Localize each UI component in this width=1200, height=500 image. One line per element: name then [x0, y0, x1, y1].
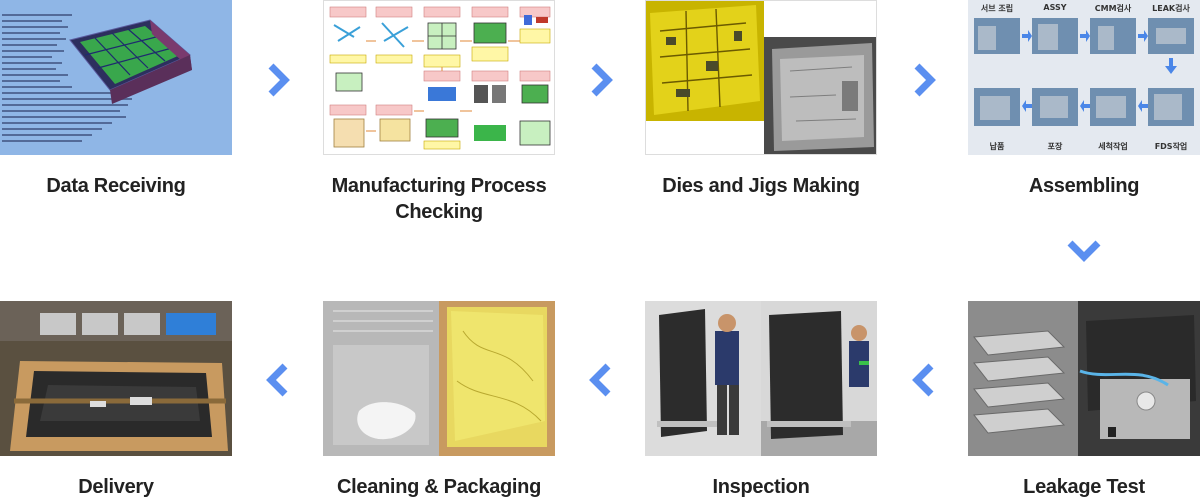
- cleaning-packaging-image: [323, 301, 555, 456]
- step-label: Delivery: [78, 476, 154, 498]
- right-arrow-icon: [581, 60, 621, 100]
- right-arrow-icon: [904, 60, 944, 100]
- leakage-test-image: [968, 301, 1200, 456]
- down-arrow-icon: [1064, 230, 1104, 270]
- assembling-stage-label: 납품: [989, 142, 1005, 151]
- left-arrow-icon: [581, 360, 621, 400]
- left-arrow-icon: [904, 360, 944, 400]
- cad-data-image: [0, 0, 232, 155]
- left-arrow-icon: [258, 360, 298, 400]
- step-label: Leakage Test: [1023, 476, 1145, 498]
- assembling-stage-label: 서브 조립: [980, 4, 1014, 13]
- step-label: Inspection: [712, 476, 810, 498]
- right-arrow-icon: [258, 60, 298, 100]
- assembling-top-labels: 서브 조립 ASSY CMM검사 LEAK검사: [968, 3, 1200, 14]
- step-label: Manufacturing Process Checking: [331, 175, 547, 223]
- assembling-stage-label: FDS작업: [1154, 142, 1188, 151]
- delivery-image: [0, 301, 232, 456]
- process-flowchart-image: [323, 0, 555, 155]
- assembling-process-image: 서브 조립 ASSY CMM검사 LEAK검사 납품 포장 세척작업 FDS작업: [968, 0, 1200, 155]
- assembling-stage-label: ASSY: [1043, 3, 1067, 12]
- inspection-image: [645, 301, 877, 456]
- assembling-stage-label: 세척작업: [1098, 142, 1128, 151]
- step-label: Cleaning & Packaging: [336, 476, 542, 498]
- assembling-stage-label: 포장: [1047, 142, 1063, 151]
- dies-and-jigs-image: [645, 0, 877, 155]
- step-label: Data Receiving: [46, 175, 186, 197]
- step-label: Assembling: [1028, 175, 1140, 197]
- assembling-stage-label: CMM검사: [1094, 4, 1132, 13]
- assembling-bottom-labels: 납품 포장 세척작업 FDS작업: [968, 141, 1200, 152]
- assembling-stage-label: LEAK검사: [1152, 4, 1190, 13]
- step-label: Dies and Jigs Making: [662, 175, 860, 197]
